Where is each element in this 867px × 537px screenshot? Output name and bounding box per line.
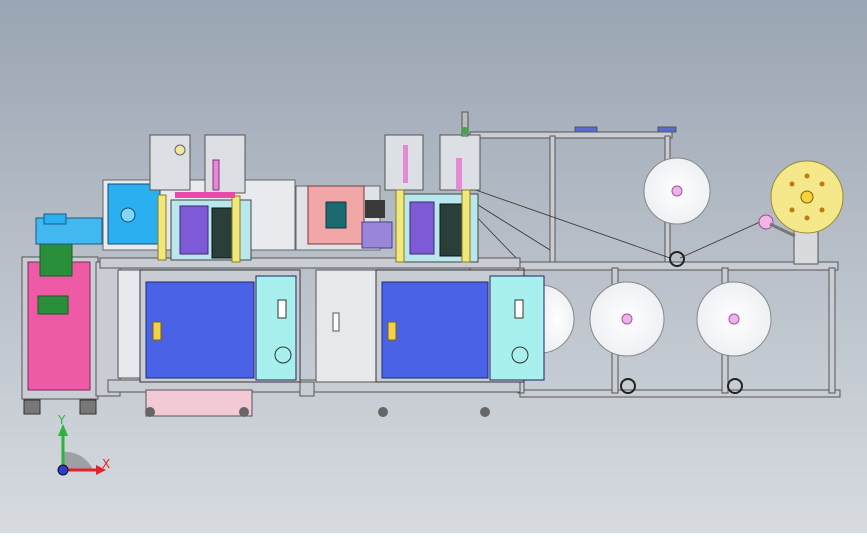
material-roll-partial: [539, 284, 575, 354]
station-1: [107, 134, 252, 263]
triad-x-label: X: [102, 457, 110, 471]
material-roll-bottom-1: [589, 281, 665, 357]
station-2: [307, 185, 393, 249]
spool-small-pink: [758, 214, 796, 238]
material-roll-bottom-2: [696, 281, 772, 357]
axis-triad: Y X: [57, 413, 110, 476]
cabinet-left: [139, 269, 301, 417]
triad-plane: [63, 451, 93, 470]
cabinet-right: [375, 269, 545, 417]
handwheels: [620, 251, 743, 394]
spool-yellow: [770, 160, 844, 234]
station-3: [384, 111, 481, 263]
triad-y-label: Y: [57, 413, 66, 427]
infeed-module: [21, 213, 121, 415]
material-roll-top: [643, 157, 711, 225]
web-lines: [469, 187, 761, 263]
